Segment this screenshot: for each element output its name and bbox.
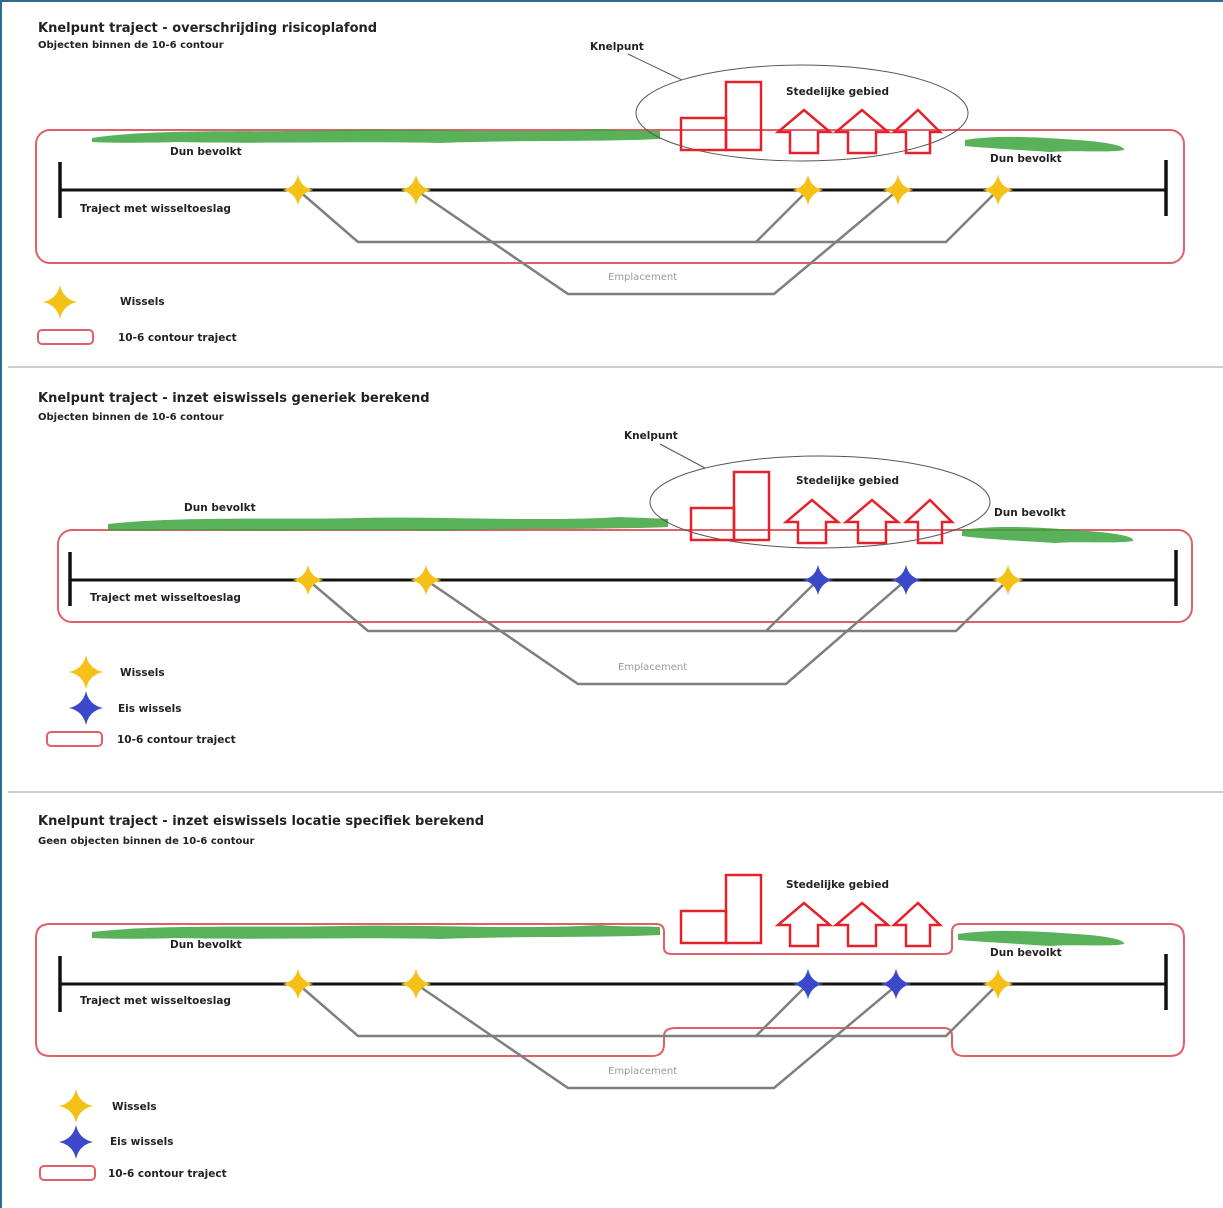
dun-bevolkt-right: Dun bevolkt: [990, 153, 1062, 165]
vegetation-strip-right: [965, 136, 1125, 152]
vegetation-strip-right: [958, 930, 1125, 946]
panel-subtitle: Objecten binnen de 10-6 contour: [38, 40, 224, 51]
switch-star: [400, 174, 432, 206]
branch-track-long: [425, 578, 907, 686]
legend-eis-wissels-label: Eis wissels: [110, 1136, 173, 1148]
branch-track-inner: [755, 189, 809, 243]
contour-outline: [57, 529, 1193, 623]
panel-3: Knelpunt traject - inzet eiswissels loca…: [35, 814, 1185, 1181]
legend-contour-label: 10-6 contour traject: [108, 1168, 227, 1180]
switch-star: [400, 968, 432, 1000]
panel-subtitle: Geen objecten binnen de 10-6 contour: [38, 836, 255, 847]
legend-eis-switch-icon: [69, 691, 103, 725]
urban-label: Stedelijke gebied: [796, 475, 899, 487]
legend-wissels-label: Wissels: [120, 667, 165, 679]
legend-switch-icon: [43, 285, 77, 319]
urban-buildings: [679, 873, 944, 948]
panel-subtitle: Objecten binnen de 10-6 contour: [38, 412, 224, 423]
switch-star: [410, 564, 442, 596]
knelpunt-label: Knelpunt: [624, 430, 678, 442]
urban-buildings: [689, 470, 956, 545]
yard-label: Emplacement: [608, 272, 677, 283]
panel-1: Knelpunt traject - overschrijding risico…: [35, 21, 1185, 345]
dun-bevolkt-left: Dun bevolkt: [184, 502, 256, 514]
branch-track-short: [297, 983, 999, 1038]
panel-title: Knelpunt traject - overschrijding risico…: [38, 21, 377, 36]
yard-label: Emplacement: [608, 1066, 677, 1077]
legend-contour-label: 10-6 contour traject: [117, 734, 236, 746]
legend-eis-switch-icon: [59, 1125, 93, 1159]
legend-contour-icon: [37, 329, 94, 345]
panel-2: Knelpunt traject - inzet eiswissels gene…: [38, 391, 1193, 747]
yard-label: Emplacement: [618, 662, 687, 673]
track-label: Traject met wisseltoeslag: [80, 995, 231, 1007]
legend-wissels-label: Wissels: [120, 296, 165, 308]
dun-bevolkt-left: Dun bevolkt: [170, 939, 242, 951]
contour-outline: [35, 923, 1185, 1057]
branch-track-long: [415, 188, 899, 296]
vegetation-strip: [92, 129, 660, 143]
dun-bevolkt-left: Dun bevolkt: [170, 146, 242, 158]
dun-bevolkt-right: Dun bevolkt: [994, 507, 1066, 519]
panel-title: Knelpunt traject - inzet eiswissels gene…: [38, 391, 430, 406]
knelpunt-label: Knelpunt: [590, 41, 644, 53]
legend-eis-wissels-label: Eis wissels: [118, 703, 181, 715]
knelpunt-pointer: [627, 53, 683, 81]
branch-track-short: [307, 579, 1009, 633]
legend-switch-icon: [59, 1089, 93, 1123]
vegetation-strip: [92, 925, 660, 939]
track-label: Traject met wisseltoeslag: [90, 592, 241, 604]
branch-track-short: [297, 189, 999, 244]
legend-contour-icon: [46, 731, 103, 747]
branch-track-inner: [765, 579, 819, 632]
branch-track-long: [415, 982, 899, 1090]
branch-track-inner: [755, 983, 809, 1037]
panel-title: Knelpunt traject - inzet eiswissels loca…: [38, 814, 484, 829]
knelpunt-pointer: [659, 443, 706, 469]
switch-star: [882, 174, 914, 206]
urban-buildings: [679, 80, 944, 155]
vegetation-strip: [108, 517, 668, 531]
urban-label: Stedelijke gebied: [786, 879, 889, 891]
dun-bevolkt-right: Dun bevolkt: [990, 947, 1062, 959]
urban-label: Stedelijke gebied: [786, 86, 889, 98]
vegetation-strip-right: [962, 526, 1134, 543]
knelpunt-ellipse: [649, 455, 991, 549]
legend-wissels-label: Wissels: [112, 1101, 157, 1113]
track-label: Traject met wisseltoeslag: [80, 203, 231, 215]
knelpunt-ellipse: [635, 64, 969, 162]
legend-switch-icon: [69, 655, 103, 689]
legend-contour-label: 10-6 contour traject: [118, 332, 237, 344]
legend-contour-icon: [39, 1165, 96, 1181]
